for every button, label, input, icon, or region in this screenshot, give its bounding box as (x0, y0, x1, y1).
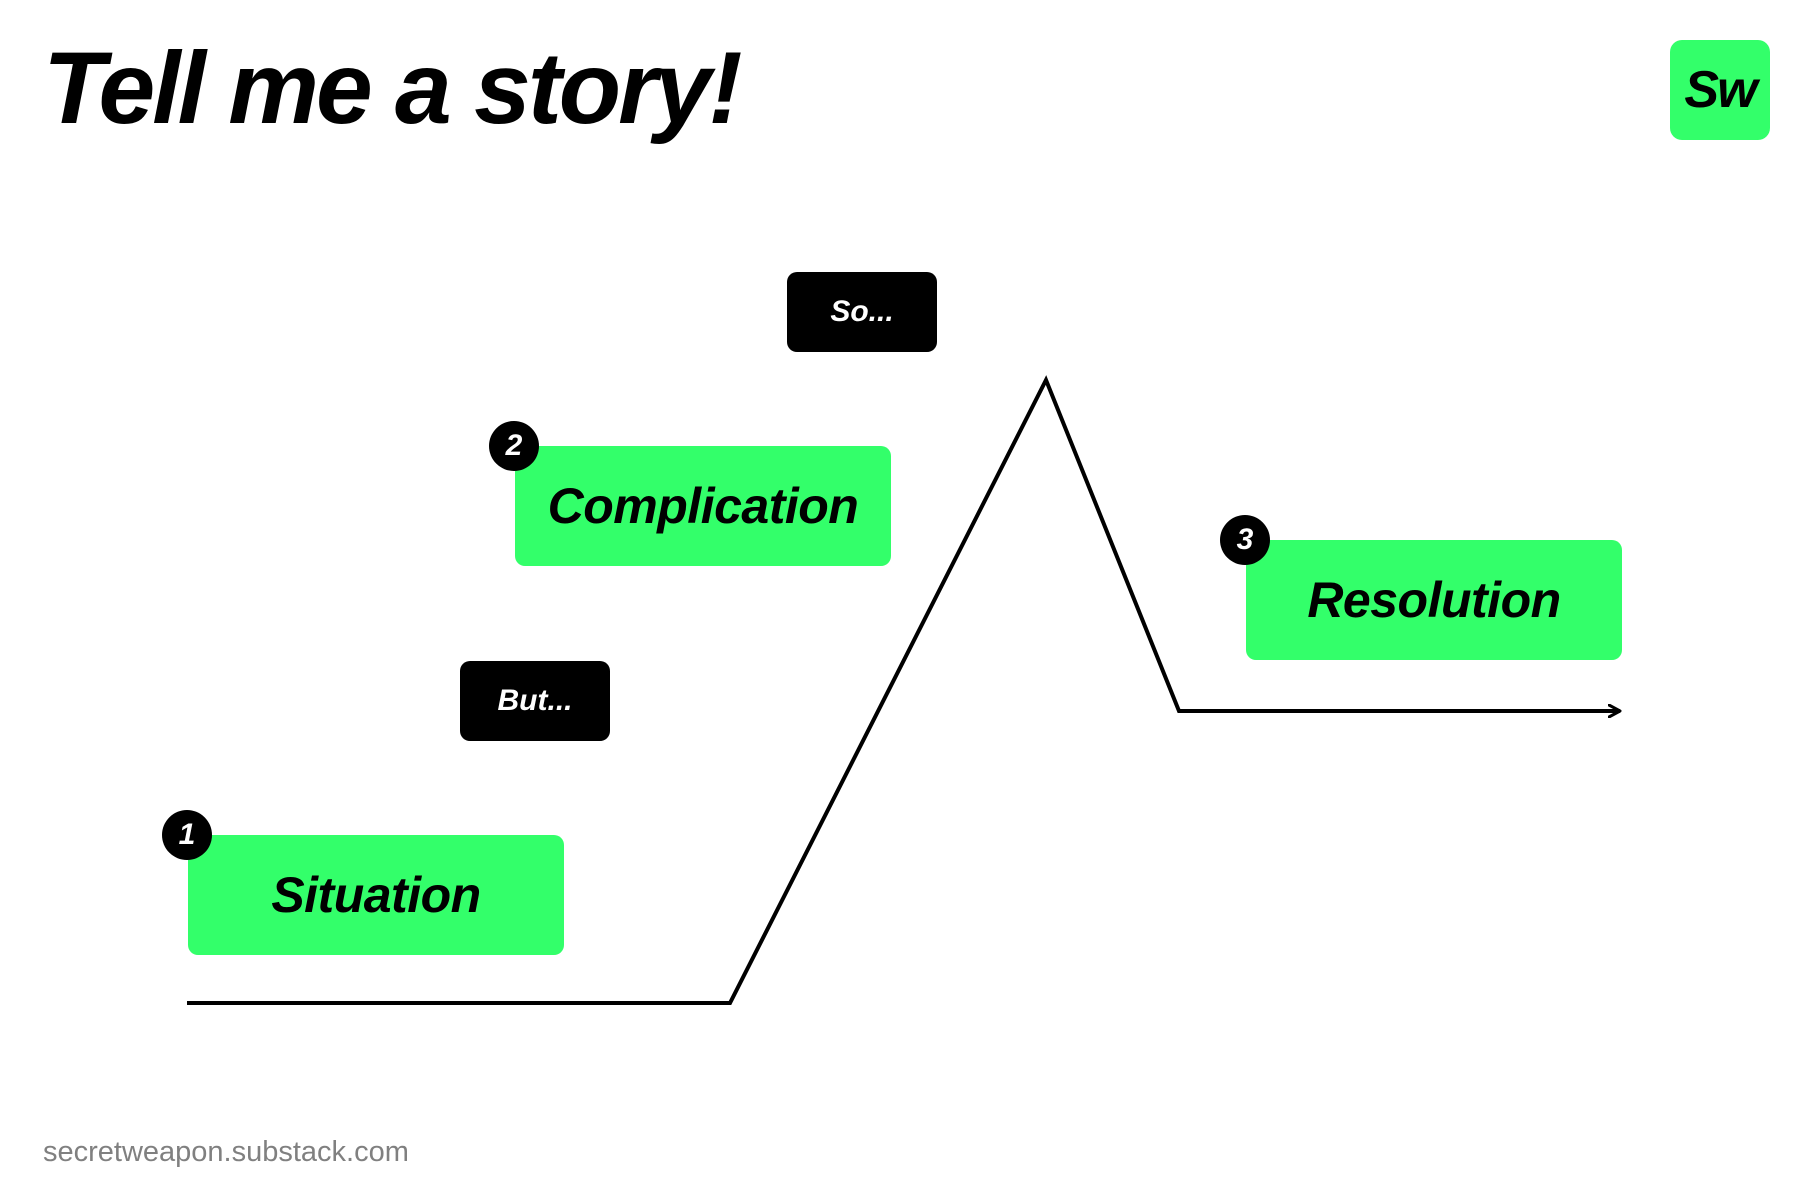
story-arc-line (187, 375, 1620, 1005)
stage-box-complication: Complication (515, 446, 891, 566)
stage-number-badge-2: 2 (489, 421, 539, 471)
stage-number-badge-1: 1 (162, 810, 212, 860)
page-title: Tell me a story! (43, 31, 742, 145)
brand-logo: Sw (1670, 40, 1770, 140)
stage-box-situation: Situation (188, 835, 564, 955)
footer-url: secretweapon.substack.com (43, 1136, 409, 1168)
stage-number-badge-3: 3 (1220, 515, 1270, 565)
stage-box-resolution: Resolution (1246, 540, 1622, 660)
connector-label-but: But... (460, 661, 610, 741)
connector-label-so: So... (787, 272, 937, 352)
